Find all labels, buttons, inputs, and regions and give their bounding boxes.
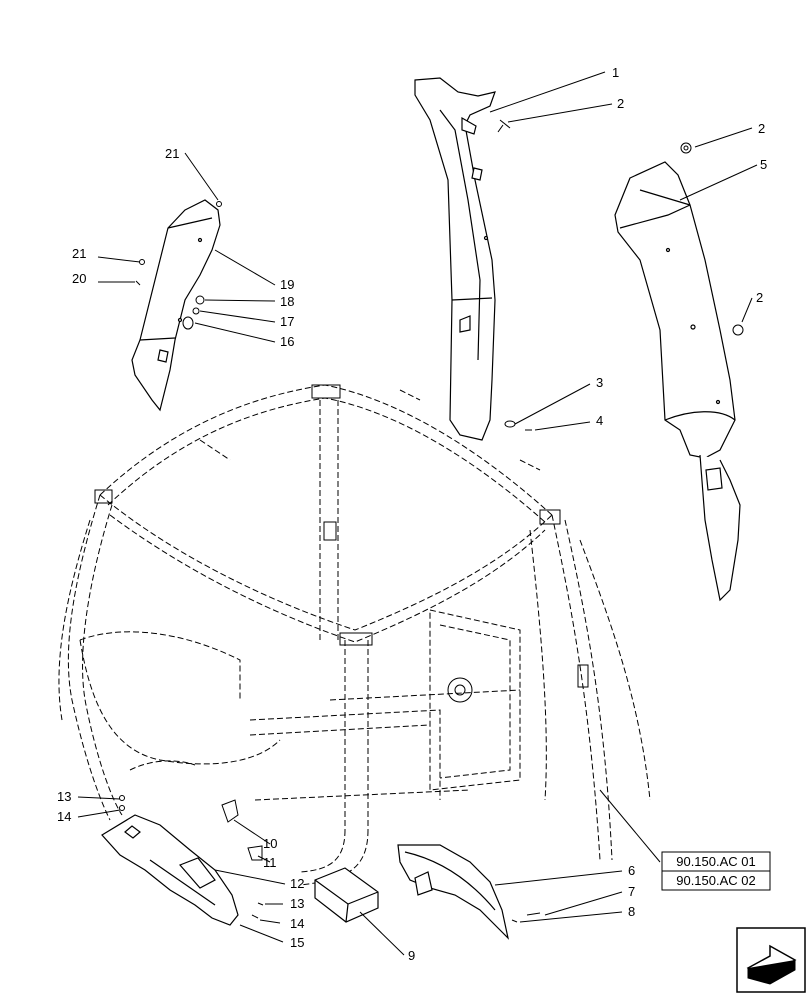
callout-5: 5 — [760, 157, 767, 172]
callout-15: 15 — [290, 935, 304, 950]
callout-10: 10 — [263, 836, 277, 851]
pillar-trim-part-19 — [131, 199, 221, 412]
trim-panel-part-5 — [614, 161, 741, 602]
trim-part-6 — [397, 844, 510, 940]
callout-2: 2 — [756, 290, 763, 305]
callout-labels: 1 2 2 5 2 3 4 21 21 20 19 18 17 16 13 14… — [57, 65, 767, 963]
callout-18: 18 — [280, 294, 294, 309]
fasteners — [119, 119, 744, 923]
callout-9: 9 — [408, 948, 415, 963]
callout-12: 12 — [290, 876, 304, 891]
callout-19: 19 — [280, 277, 294, 292]
callout-16: 16 — [280, 334, 294, 349]
reference-box[interactable]: 90.150.AC 01 90.150.AC 02 — [661, 851, 771, 891]
callout-13: 13 — [57, 789, 71, 804]
callout-1: 1 — [612, 65, 619, 80]
floor-trim-part-12 — [101, 814, 239, 926]
callout-11: 11 — [263, 855, 277, 870]
callout-4: 4 — [596, 413, 603, 428]
callout-14: 14 — [290, 916, 304, 931]
reference-link-2[interactable]: 90.150.AC 02 — [676, 873, 756, 888]
callout-3: 3 — [596, 375, 603, 390]
callout-14: 14 — [57, 809, 71, 824]
callout-2: 2 — [617, 96, 624, 111]
callout-2: 2 — [758, 121, 765, 136]
cab-frame-solid — [94, 384, 589, 703]
callout-13: 13 — [290, 896, 304, 911]
callout-21: 21 — [72, 246, 86, 261]
callout-17: 17 — [280, 314, 294, 329]
callout-6: 6 — [628, 863, 635, 878]
reference-link-1[interactable]: 90.150.AC 01 — [676, 854, 756, 869]
leader-lines — [77, 71, 758, 956]
cab-frame — [58, 384, 651, 886]
callout-8: 8 — [628, 904, 635, 919]
next-page-arrow-icon[interactable] — [736, 927, 806, 993]
callout-21: 21 — [165, 146, 179, 161]
callout-7: 7 — [628, 884, 635, 899]
block-part-9 — [314, 867, 379, 923]
pillar-trim-part-1 — [414, 77, 496, 441]
callout-20: 20 — [72, 271, 86, 286]
